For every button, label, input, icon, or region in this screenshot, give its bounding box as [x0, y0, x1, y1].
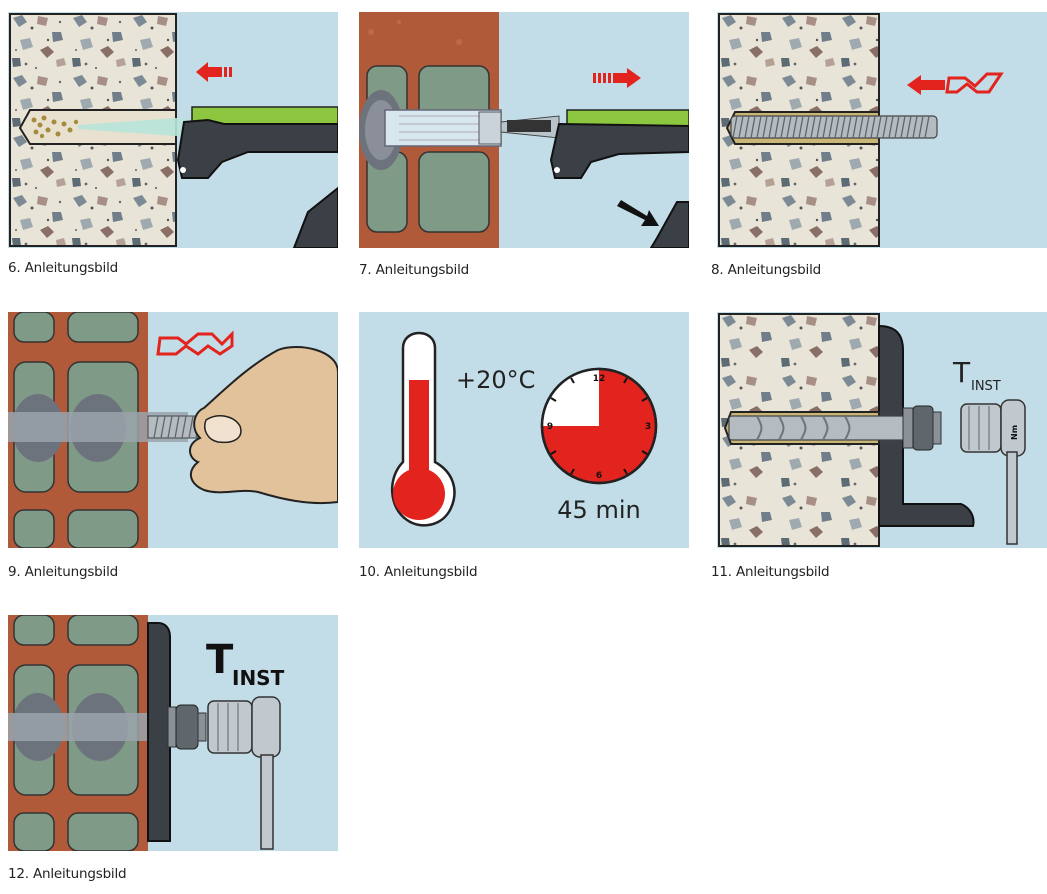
- caption-step-11: 11. Anleitungsbild: [711, 564, 830, 580]
- step-12-illustration: T INST: [8, 615, 338, 851]
- step-6-illustration: [8, 12, 338, 248]
- clock-icon: 12 3 6 9: [540, 367, 658, 485]
- caption-step-6: 6. Anleitungsbild: [8, 260, 119, 276]
- clock-number-6: 6: [596, 471, 602, 481]
- step-11-svg: Nm T INST: [717, 312, 1047, 548]
- torque-symbol: T: [952, 356, 971, 389]
- step-7-svg: [359, 12, 689, 248]
- torque-subscript-large: INST: [232, 666, 285, 690]
- step-9-svg: [8, 312, 338, 548]
- caption-step-9: 9. Anleitungsbild: [8, 564, 119, 580]
- step-12-svg: T INST: [8, 615, 338, 851]
- thermometer-icon: [390, 331, 456, 527]
- duration-label: 45 min: [557, 496, 640, 524]
- step-10-svg: +20°C 12 3 6 9 45 min: [359, 312, 689, 548]
- step-9-illustration: [8, 312, 338, 548]
- step-7-illustration: [359, 12, 689, 248]
- caption-step-7: 7. Anleitungsbild: [359, 262, 470, 278]
- caption-step-12: 12. Anleitungsbild: [8, 866, 127, 882]
- caption-step-10: 10. Anleitungsbild: [359, 564, 478, 580]
- step-8-illustration: [717, 12, 1047, 248]
- step-11-illustration: Nm T INST: [717, 312, 1047, 548]
- torque-symbol-large: T: [206, 637, 234, 683]
- caption-step-8: 8. Anleitungsbild: [711, 262, 822, 278]
- wrench-nm-label: Nm: [1010, 425, 1019, 440]
- step-10-illustration: +20°C 12 3 6 9 45 min: [359, 312, 689, 548]
- clock-number-9: 9: [547, 422, 553, 432]
- step-8-svg: [717, 12, 1047, 248]
- clock-number-12: 12: [593, 374, 606, 384]
- clock-number-3: 3: [645, 422, 651, 432]
- step-6-svg: [8, 12, 338, 248]
- temperature-label: +20°C: [456, 366, 535, 394]
- torque-subscript: INST: [971, 379, 1001, 394]
